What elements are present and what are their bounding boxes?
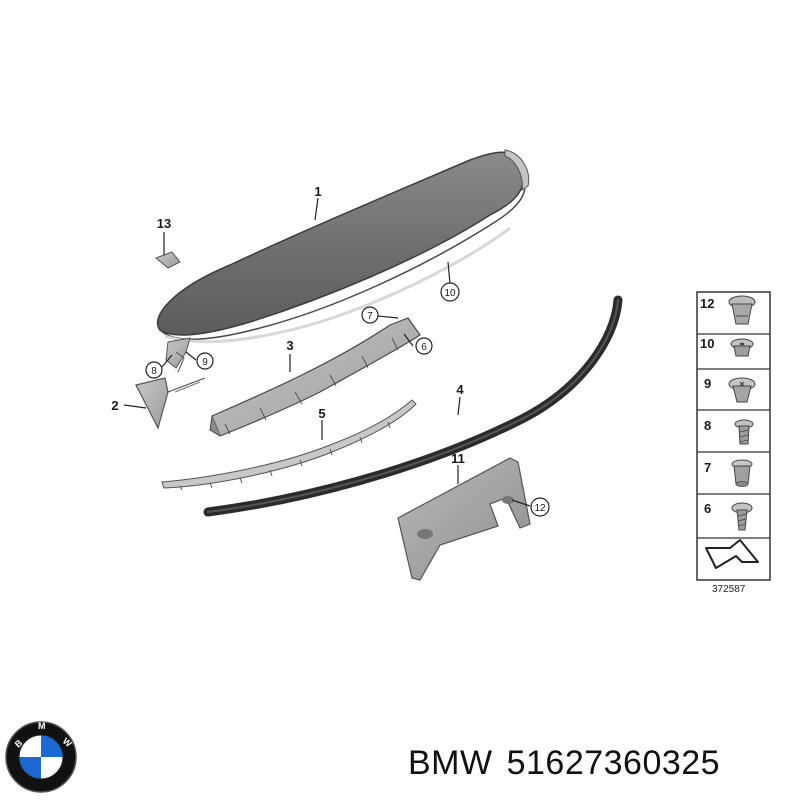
brand-name: BMW: [408, 744, 493, 782]
callout-7: 7: [361, 306, 379, 324]
leader-lines: [123, 197, 531, 507]
part-number-caption: BMW 51627360325: [408, 738, 788, 788]
fastener-9-icon: [728, 377, 756, 403]
fastener-legend: 12 10 9 8 7 6: [696, 291, 771, 595]
strip-part: [161, 399, 417, 491]
clip-13-part: [155, 251, 181, 269]
label-part-6: 6: [421, 342, 427, 353]
callout-8: 8: [145, 361, 163, 379]
callout-9: 9: [196, 352, 214, 370]
legend-row-9-label: 9: [704, 376, 711, 391]
legend-row-7-label: 7: [704, 460, 711, 475]
diagram-id: 372587: [712, 584, 746, 595]
fastener-8-icon: [734, 419, 754, 445]
bracket-part: [209, 317, 421, 437]
label-part-5: 5: [318, 406, 325, 421]
legend-row-12-label: 12: [700, 296, 714, 311]
spoiler-part: [156, 149, 530, 344]
legend-row-8-label: 8: [704, 418, 711, 433]
label-part-9: 9: [202, 357, 208, 368]
callout-6: 6: [415, 337, 433, 355]
legend-row-10-label: 10: [700, 336, 714, 351]
label-part-4: 4: [456, 382, 464, 397]
label-part-8: 8: [151, 366, 157, 377]
fastener-10-icon: [730, 338, 754, 357]
label-part-7: 7: [367, 311, 373, 322]
installation-arrow-icon: [705, 539, 759, 569]
label-part-10: 10: [444, 288, 456, 299]
part-number: 51627360325: [506, 744, 721, 782]
label-part-2: 2: [111, 398, 118, 413]
clip-8-part: [165, 337, 191, 373]
end-cover-part: [135, 377, 206, 430]
seal-part: [203, 295, 623, 517]
bmw-logo: B M W: [5, 721, 77, 793]
label-part-1: 1: [314, 184, 321, 199]
svg-text:M: M: [38, 721, 46, 731]
label-part-12: 12: [534, 503, 546, 514]
fastener-6-icon: [731, 502, 753, 531]
callout-12: 12: [530, 497, 550, 517]
label-part-3: 3: [286, 338, 293, 353]
label-part-11: 11: [451, 451, 465, 466]
fastener-12-icon: [728, 295, 756, 325]
plate-part: [397, 457, 531, 581]
callout-10: 10: [440, 282, 460, 302]
svg-text:B: B: [13, 737, 25, 749]
legend-row-6-label: 6: [704, 501, 711, 516]
label-part-13: 13: [157, 216, 171, 231]
fastener-7-icon: [731, 459, 753, 487]
